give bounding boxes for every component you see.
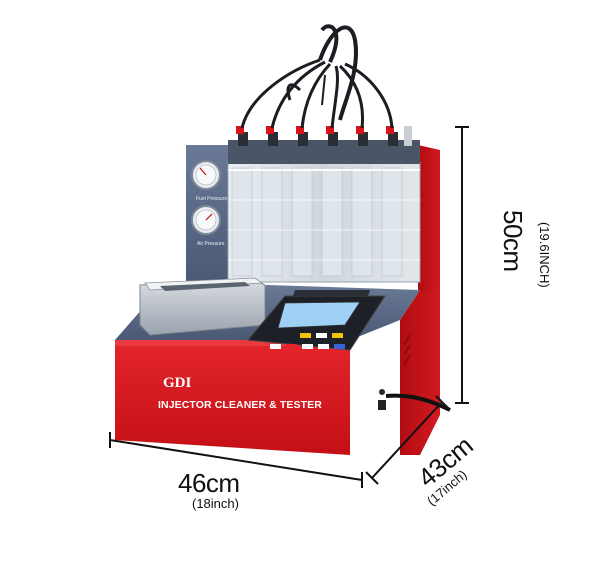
power-switch [378,400,386,410]
yellow-key [300,333,311,338]
wiring-harness [240,24,394,129]
brand-label: GDI [163,375,192,391]
key-3 [332,333,343,338]
key-4 [270,344,281,349]
dimension-lines [109,126,469,488]
lcd-screen [277,301,361,329]
ultrasonic-tank [139,277,266,336]
key-7 [318,344,329,349]
key-6 [302,344,313,349]
vent-slots [403,334,411,366]
width-line [109,439,363,481]
keypad [270,333,345,349]
height-dimension-label: 50cm [498,210,528,272]
control-panel [247,290,386,351]
clip-2 [266,126,274,134]
product-name-label: INJECTOR CLEANER & TESTER [158,399,322,411]
depth-line [371,401,443,479]
fuel-pressure-label: Fuel Pressure [196,196,228,202]
clip-3 [296,126,304,134]
width-dimension-inches: (18inch) [192,496,239,511]
key-2 [316,333,327,338]
clip-5 [356,126,364,134]
clip-4 [326,126,334,134]
width-dimension-label: 46cm [178,468,240,498]
air-pressure-label: Air Pressure [197,241,225,247]
measuring-cylinders [227,140,421,283]
power-cable [385,393,451,412]
blue-key [334,344,345,349]
clip-1 [236,126,244,134]
height-dimension-inches: (19.6INCH) [537,222,552,288]
red-key [286,344,297,349]
gauge-tower [186,145,230,285]
clip-6 [386,126,394,134]
injector-rail [236,126,412,146]
